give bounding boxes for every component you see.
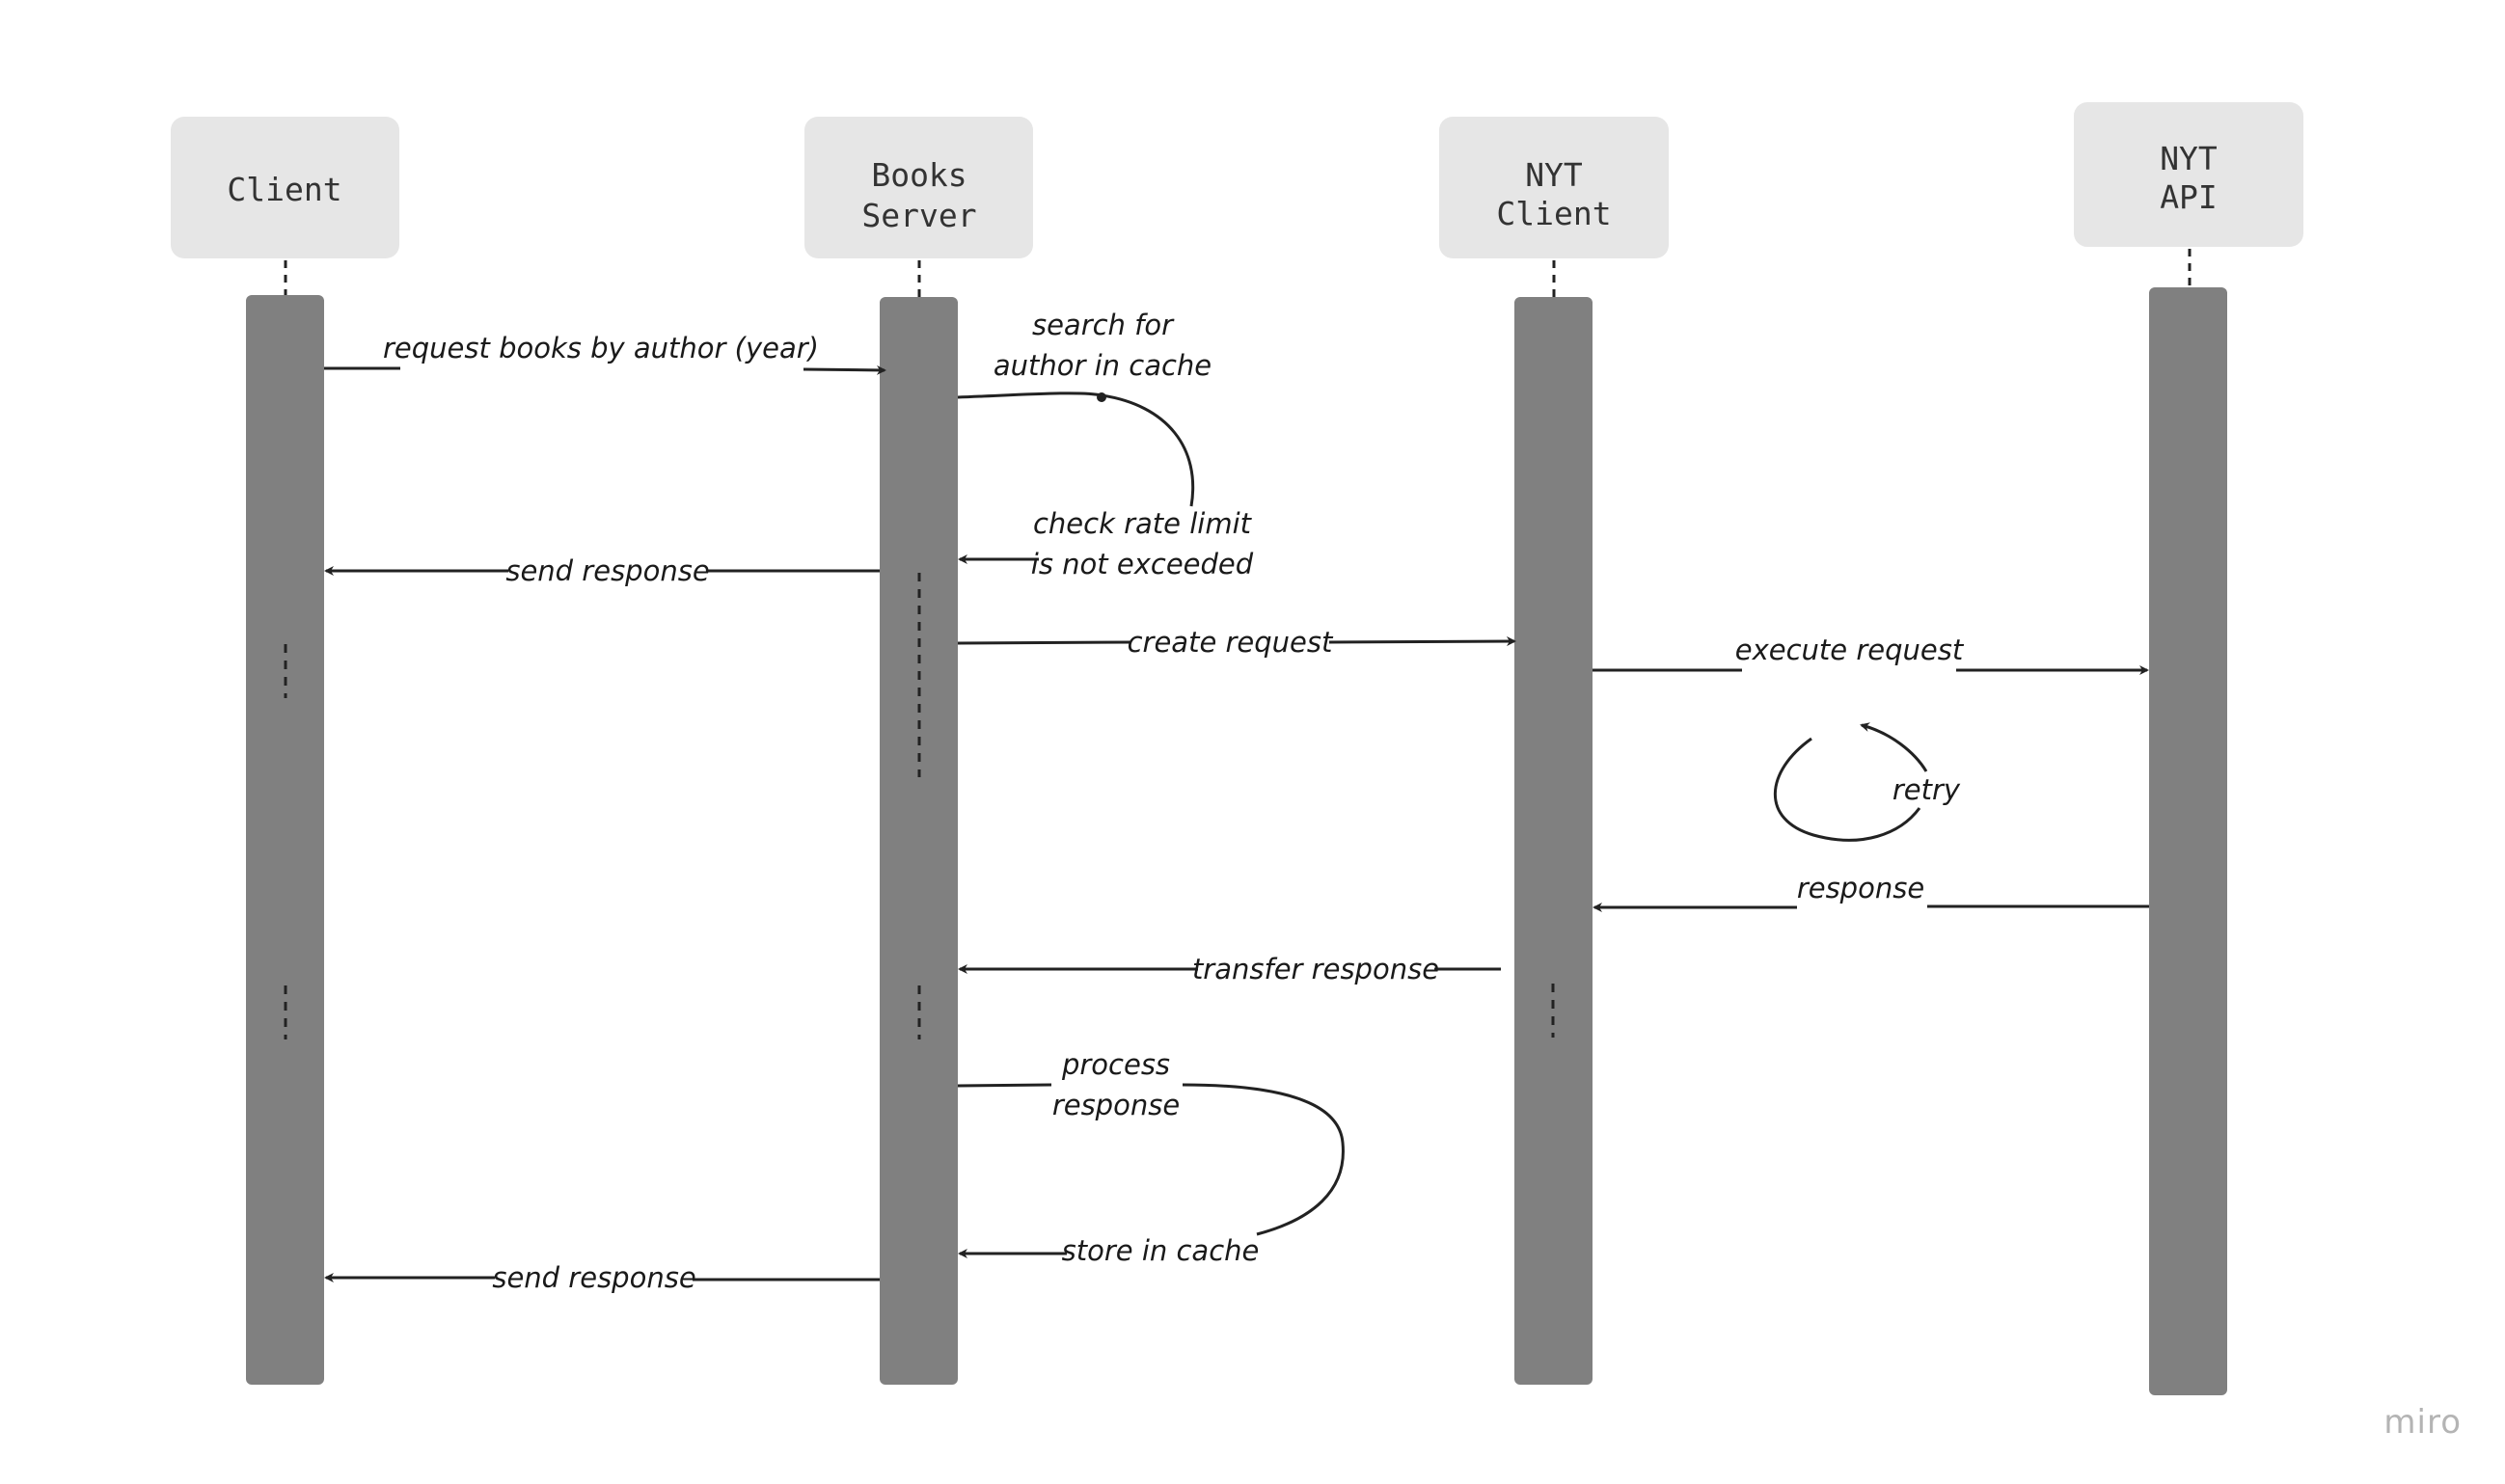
- actor-nyt-client-label-line1: NYT: [1525, 156, 1583, 194]
- lifeline-books-server: [880, 297, 958, 1385]
- actor-books-server: Books Server: [804, 117, 1033, 258]
- label-process-response-line2: response: [1052, 1089, 1180, 1121]
- label-process-response-line1: process: [1061, 1048, 1170, 1081]
- label-retry: retry: [1892, 773, 1961, 806]
- actor-nyt-api-label-line2: API: [2160, 178, 2218, 216]
- label-rate-limit-line1: check rate limit: [1033, 507, 1253, 540]
- actor-connectors: [284, 249, 2192, 298]
- label-response: response: [1797, 872, 1924, 904]
- message-labels: request books by author (year) search fo…: [383, 309, 1965, 1294]
- label-create-request: create request: [1128, 626, 1334, 659]
- lifeline-bars: [246, 287, 2227, 1395]
- label-transfer-response: transfer response: [1192, 953, 1439, 985]
- miro-watermark: miro: [2383, 1403, 2462, 1442]
- lifeline-nyt-api: [2149, 287, 2227, 1395]
- actor-books-server-label-line2: Server: [861, 197, 976, 234]
- lifeline-client: [246, 295, 324, 1385]
- label-store-cache: store in cache: [1062, 1234, 1260, 1267]
- label-send-response-2: send response: [492, 1261, 695, 1294]
- actor-client: Client: [171, 117, 399, 258]
- actor-nyt-api-label-line1: NYT: [2160, 140, 2218, 177]
- actor-client-label: Client: [227, 171, 341, 208]
- label-request-books: request books by author (year): [383, 332, 819, 364]
- label-send-response-1: send response: [505, 554, 709, 587]
- lifeline-nyt-client: [1514, 297, 1593, 1385]
- label-search-cache-line2: author in cache: [994, 349, 1212, 382]
- actor-nyt-client-label-line2: Client: [1496, 195, 1611, 232]
- label-search-cache-line1: search for: [1032, 309, 1175, 341]
- arrows: [324, 364, 2149, 1282]
- label-execute-request: execute request: [1735, 634, 1965, 666]
- actor-books-server-label-line1: Books: [871, 156, 967, 194]
- actor-nyt-api: NYT API: [2074, 102, 2303, 247]
- bar-dashes: [284, 573, 1555, 1039]
- actor-nyt-client: NYT Client: [1439, 117, 1669, 258]
- label-rate-limit-line2: is not exceeded: [1031, 548, 1254, 580]
